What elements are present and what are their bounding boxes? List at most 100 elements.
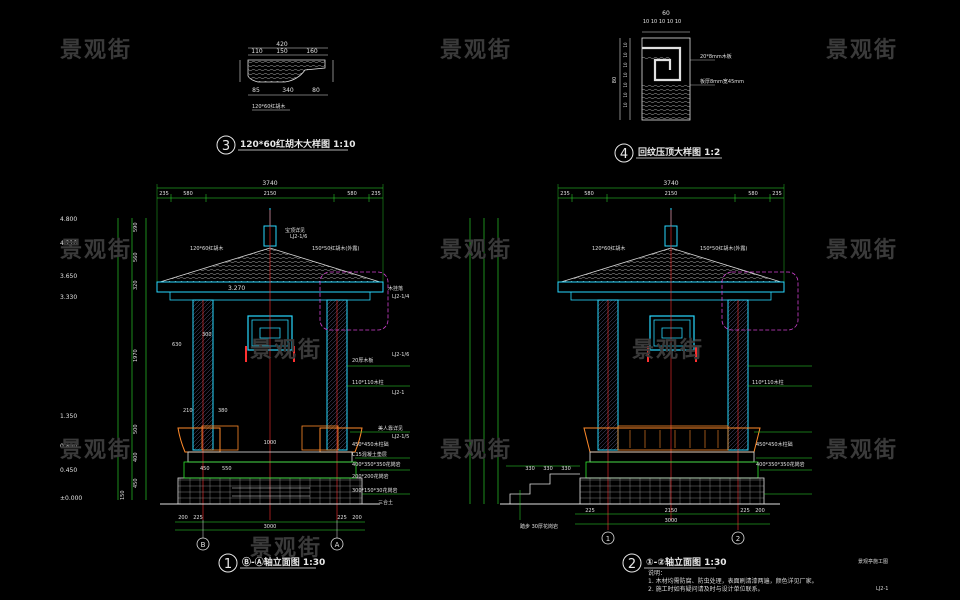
level-dim-6: 450 [133, 478, 139, 488]
elevation-1-bottom-dim-1: 225 [193, 515, 203, 521]
footer-note-2: 2. 施工时如有疑问请及时与设计单位联系。 [648, 586, 764, 593]
label-7: 450*450木柱础 [352, 441, 389, 448]
elevation-1-top-dim-0: 235 [159, 191, 169, 197]
elevation-2-axis-right: 2 [736, 535, 740, 543]
detail-4-badge [614, 143, 634, 163]
label-6: 美人靠详见 [378, 425, 403, 432]
elevation-1-inner-dim-2: 150*50红胡木(外露) [312, 245, 359, 252]
sheet-number: LJ2-1 [876, 586, 888, 592]
detail-4-dim-left-7: 10 [623, 102, 628, 108]
detail-3-badge [216, 135, 236, 155]
level-dim-3: 1970 [133, 349, 139, 362]
watermark-4: 景观街 [60, 238, 133, 263]
elevation-2-bottom-dim-4: 3000 [665, 518, 678, 524]
watermark-2: 景观街 [440, 38, 513, 63]
elevation-1-drawing [156, 184, 410, 551]
watermark-6: 景观街 [826, 238, 899, 263]
elevation-2-drawing [469, 184, 812, 545]
elevation-1-inner-dim-7: 1000 [264, 440, 277, 446]
level-dim-2: 320 [133, 280, 139, 290]
level-dim-4: 500 [133, 424, 139, 434]
elevation-2-badge [622, 553, 642, 573]
elevation-2-bottom-dim-3: 200 [755, 508, 765, 514]
elevation-1-badge [218, 553, 238, 573]
footer-note-0: 说明： [648, 570, 667, 577]
elevation-1-inner-dim-0: 3.270 [228, 285, 245, 292]
level-dim-7: 150 [120, 490, 126, 500]
detail-4-dim-left-1: 10 [623, 42, 628, 48]
level-dim-5: 400 [133, 452, 139, 462]
level-7: ±0.000 [60, 495, 82, 502]
watermark-10: 景观街 [440, 438, 513, 463]
elevation-2-stair-dim-0: 330 [525, 466, 535, 472]
watermark-11: 景观街 [826, 438, 899, 463]
detail-4-dim-left-3: 10 [623, 62, 628, 68]
elevation-1-inner-dim-9: 550 [222, 466, 232, 472]
watermark-12: 景观街 [250, 536, 323, 561]
elevation-2-top-dim-3: 580 [748, 191, 758, 197]
detail-4-dim-left-2: 10 [623, 52, 628, 58]
level-1: 4.210 [60, 240, 77, 247]
elevation-1-top-dim-3: 580 [347, 191, 357, 197]
detail-4-badge-number: 4 [620, 147, 628, 162]
elevation-1-top-dim-4: 235 [371, 191, 381, 197]
elevation-2-bottom-dim-1: 2150 [665, 508, 678, 514]
detail-3-section [239, 47, 334, 111]
detail-4-dim-left-6: 10 [623, 92, 628, 98]
elevation-1-inner-dim-8: 450 [200, 466, 210, 472]
elevation-2-stair-note: 踏步 30厚花岗岩 [520, 523, 558, 530]
detail-4-dim-left-0: 80 [612, 77, 618, 83]
label-8: C15混凝土垫层 [352, 451, 387, 458]
label-12: 三合土 [378, 499, 393, 506]
level-0: 4.800 [60, 216, 77, 223]
detail-3-title: 120*60红胡木大样图 1:10 [240, 138, 356, 150]
label-4: 20厚木板 [352, 357, 373, 364]
elevation-1-top-dim-2: 2150 [264, 191, 277, 197]
elevation-1-inner-dim-6: 380 [218, 408, 228, 414]
detail-4-title: 回纹压顶大样图 1:2 [638, 146, 720, 158]
elevation-2-top-dim-2: 2150 [665, 191, 678, 197]
footer-note-1: 1. 木材均需防腐、防虫处理，表面刷清漆两遍，颜色详见厂家。 [648, 578, 818, 585]
footer-title: 景观亭施工图 [858, 558, 888, 565]
label-9: 400*350*350花岗岩 [352, 461, 401, 468]
label-11: 300*150*30花岗岩 [352, 487, 397, 494]
elevation-2-axis-left: 1 [606, 535, 610, 543]
elevation-2-label-3: 450*450木柱础 [756, 441, 793, 448]
level-6: 0.450 [60, 467, 77, 474]
detail-4-dim-left-5: 10 [623, 82, 628, 88]
elevation-2-stair-dim-1: 330 [543, 466, 553, 472]
elevation-1-level-scale [117, 218, 147, 500]
elevation-2-title: ①-②轴立面图 1:30 [646, 556, 727, 568]
detail-3-note: 120*60红胡木 [252, 103, 285, 110]
level-4: 1.350 [60, 413, 77, 420]
callout-3: LJ2-1 [392, 390, 404, 396]
detail-3-dim-bottom-1: 340 [282, 87, 294, 94]
detail-3-badge-number: 3 [222, 139, 230, 154]
level-3: 3.330 [60, 294, 77, 301]
label-0: 宝顶详见 [285, 227, 305, 234]
elevation-1-inner-dim-4: 630 [172, 342, 182, 348]
elevation-2-badge-number: 2 [628, 557, 636, 572]
elevation-1-inner-dim-5: 210 [183, 408, 193, 414]
elevation-2-label-2: 110*110木柱 [752, 379, 784, 386]
detail-4-note-2: 板厚8mm宽45mm [700, 78, 744, 85]
elevation-2-total-width: 3740 [663, 180, 678, 187]
elevation-2-top-dim-1: 580 [584, 191, 594, 197]
level-5: 0.850 [60, 443, 77, 450]
detail-4-dim-top-5: 10 [675, 19, 681, 25]
detail-3-dim-top-0: 420 [276, 41, 288, 48]
elevation-2-stair-dim-2: 330 [561, 466, 571, 472]
label-10: 200*200花岗岩 [352, 473, 389, 480]
level-2: 3.650 [60, 273, 77, 280]
detail-4-dim-top-1: 10 [643, 19, 649, 25]
elevation-1-badge-number: 1 [224, 557, 232, 572]
detail-3-dim-top-2: 150 [276, 48, 288, 55]
detail-3-dim-bottom-2: 80 [312, 87, 320, 94]
callout-4: LJ2-1/5 [392, 434, 409, 440]
elevation-2-label-1: 150*50红胡木(外露) [700, 245, 747, 252]
elevation-1-total-width: 3740 [262, 180, 277, 187]
detail-3-dim-bottom-0: 85 [252, 87, 260, 94]
level-dim-1: 560 [133, 252, 139, 262]
detail-3-dim-top-1: 110 [251, 48, 263, 55]
